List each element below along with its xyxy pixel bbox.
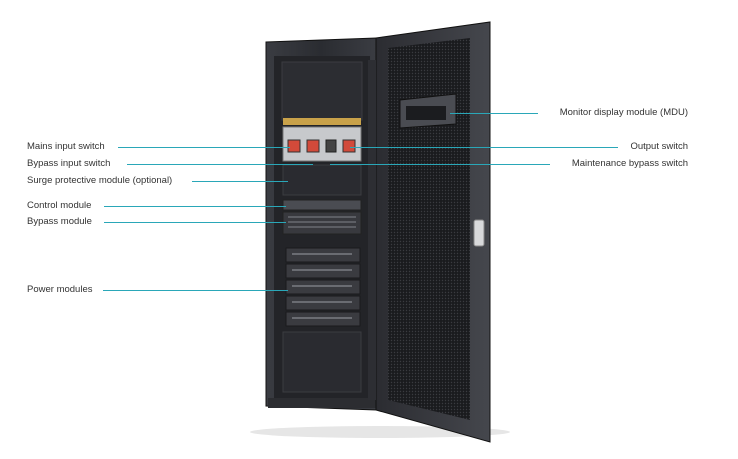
lower-panel xyxy=(282,331,362,393)
warning-label xyxy=(283,118,361,125)
label-mains-input-switch: Mains input switch xyxy=(27,141,105,152)
door-perforated-panel xyxy=(388,38,470,420)
label-control-module: Control module xyxy=(27,200,92,211)
switch-bypass xyxy=(306,139,320,153)
leader-bypass-input xyxy=(127,164,313,165)
label-bypass-input-switch: Bypass input switch xyxy=(27,158,111,169)
leader-mdu xyxy=(450,113,538,114)
label-output-switch: Output switch xyxy=(630,141,688,152)
door-handle xyxy=(473,219,485,247)
surge-module xyxy=(282,164,362,196)
label-monitor-display-module: Monitor display module (MDU) xyxy=(559,107,688,118)
leader-control xyxy=(104,206,286,207)
switch-mains xyxy=(287,139,301,153)
leader-bypass-module xyxy=(104,222,286,223)
door-hinge xyxy=(368,60,376,400)
label-surge-protective-module: Surge protective module (optional) xyxy=(27,175,173,186)
switch-maintenance xyxy=(325,139,337,153)
label-bypass-module: Bypass module xyxy=(27,216,92,227)
leader-power-modules xyxy=(103,290,288,291)
cabinet-base xyxy=(268,398,376,408)
label-maintenance-bypass-switch: Maintenance bypass switch xyxy=(571,158,688,169)
power-modules-stack xyxy=(285,247,361,327)
switch-output xyxy=(342,139,356,153)
control-module xyxy=(282,199,362,211)
leader-surge xyxy=(192,181,288,182)
top-panel xyxy=(281,61,363,121)
leader-maintenance xyxy=(330,164,550,165)
leader-output xyxy=(350,147,618,148)
label-power-modules: Power modules xyxy=(27,284,93,295)
leader-mains-input xyxy=(118,147,290,148)
